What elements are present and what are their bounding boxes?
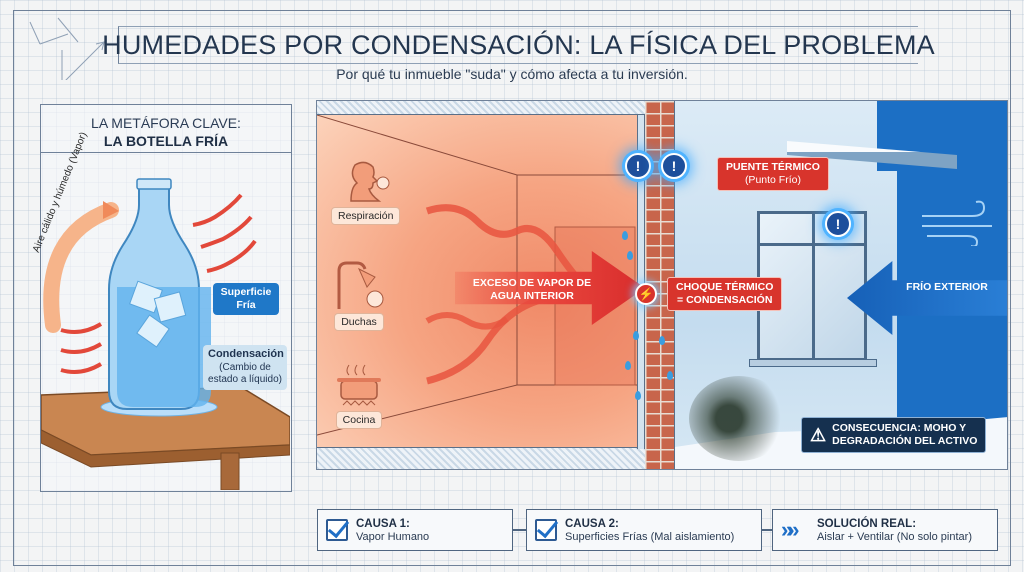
cooking-pot-icon — [337, 364, 381, 406]
wind-icon — [922, 200, 992, 246]
thermal-bridge-title: PUENTE TÉRMICO — [726, 161, 820, 173]
thermal-bridge-callout: PUENTE TÉRMICO (Punto Frío) — [717, 157, 829, 192]
flow-connector — [762, 529, 772, 531]
bottle-illustration: Aire cálido y húmedo (Vapor) Superficie … — [31, 131, 291, 491]
flow-step-title: CAUSA 1: — [356, 517, 410, 530]
condensation-title: Condensación — [208, 348, 284, 360]
lightning-bolt-icon: ⚡ — [635, 283, 657, 305]
insulation-bottom — [317, 447, 653, 469]
thermal-shock-callout: CHOQUE TÉRMICO = CONDENSACIÓN — [667, 277, 783, 312]
water-drop-icon — [622, 231, 628, 240]
checkbox-icon — [326, 519, 348, 541]
shower-icon — [337, 261, 384, 309]
flow-step-cause-1: CAUSA 1: Vapor Humano — [317, 509, 513, 551]
warning-icon: ⚠ — [810, 424, 827, 445]
flow-step-detail: Vapor Humano — [356, 530, 430, 543]
alert-icon: ! — [661, 153, 687, 179]
wall-inner-layer — [637, 115, 645, 449]
alert-icon: ! — [625, 153, 651, 179]
checkbox-icon — [535, 519, 557, 541]
condensation-scene: Respiración Duchas Cocina EXCESO DE VAPO… — [316, 100, 1008, 470]
water-drop-icon — [625, 361, 631, 370]
person-breathing-icon — [349, 161, 390, 202]
outer-frame — [13, 10, 1011, 566]
page-title: HUMEDADES POR CONDENSACIÓN: LA FÍSICA DE… — [102, 29, 935, 60]
source-label: Respiración — [331, 207, 401, 225]
water-drop-icon — [633, 331, 639, 340]
flow-connector — [513, 529, 526, 531]
water-drop-icon — [667, 371, 673, 380]
cold-exterior-label: FRÍO EXTERIOR — [906, 281, 988, 293]
metaphor-heading-line2: LA BOTELLA FRÍA — [103, 133, 229, 149]
water-drop-icon — [635, 391, 641, 400]
source-cooking: Cocina — [331, 361, 387, 429]
window-sill — [749, 359, 877, 367]
cold-bottle-icon — [40, 178, 291, 491]
source-label: Cocina — [335, 411, 383, 429]
condensation-detail: (Cambio de estado a líquido) — [208, 361, 282, 386]
water-drop-icon — [627, 251, 633, 260]
source-label: Duchas — [334, 313, 384, 331]
water-drop-icon — [659, 336, 665, 345]
source-showers: Duchas — [331, 261, 387, 331]
metaphor-heading-line1: LA METÁFORA CLAVE: — [91, 115, 241, 131]
alert-icon: ! — [825, 211, 851, 237]
flow-step-title: CAUSA 2: — [565, 517, 619, 530]
insulation-top — [317, 101, 653, 115]
mold-stain — [689, 376, 789, 461]
metaphor-panel: LA METÁFORA CLAVE: LA BOTELLA FRÍA — [31, 104, 292, 492]
flow-step-solution: »» SOLUCIÓN REAL: Aislar + Ventilar (No … — [772, 509, 998, 551]
sketch-decoration-icon — [29, 17, 105, 80]
condensation-callout: Condensación (Cambio de estado a líquido… — [203, 345, 287, 390]
title-bar: HUMEDADES POR CONDENSACIÓN: LA FÍSICA DE… — [102, 26, 935, 64]
consequence-callout: ⚠ CONSECUENCIA: MOHO Y DEGRADACIÓN DEL A… — [801, 417, 987, 454]
thermal-shock-line2: = CONDENSACIÓN — [677, 294, 773, 307]
metaphor-heading: LA METÁFORA CLAVE: LA BOTELLA FRÍA — [41, 105, 291, 153]
consequence-line2: DEGRADACIÓN DEL ACTIVO — [832, 435, 978, 448]
thermal-bridge-subtitle: (Punto Frío) — [744, 174, 801, 187]
source-respiration: Respiración — [331, 161, 401, 225]
double-chevron-icon: »» — [781, 517, 799, 542]
page-subtitle: Por qué tu inmueble "suda" y cómo afecta… — [336, 66, 688, 82]
thermal-shock-line1: CHOQUE TÉRMICO — [676, 281, 774, 293]
flow-step-detail: Aislar + Ventilar (No solo pintar) — [817, 530, 972, 543]
flow-step-title: SOLUCIÓN REAL: — [817, 517, 917, 530]
flow-step-detail: Superficies Frías (Mal aislamiento) — [565, 530, 735, 543]
vapor-excess-label: EXCESO DE VAPOR DE AGUA INTERIOR — [472, 277, 592, 303]
cold-surface-callout: Superficie Fría — [213, 283, 279, 316]
consequence-line1: CONSECUENCIA: MOHO Y — [832, 422, 967, 434]
flow-step-cause-2: CAUSA 2: Superficies Frías (Mal aislamie… — [526, 509, 762, 551]
